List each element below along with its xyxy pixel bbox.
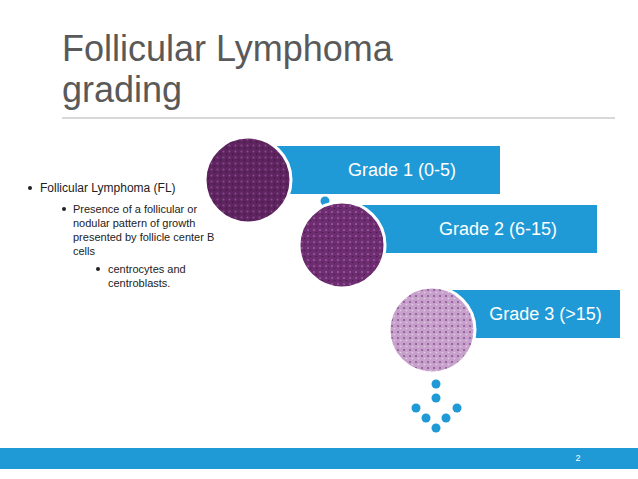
sub-bullet-text: centrocytes and centroblasts. [108,262,218,290]
title-rule [62,118,615,119]
histology-circle [205,137,291,223]
page-number: 2 [566,452,590,464]
grade-label: Grade 1 (0-5) [348,160,456,181]
grade-label: Grade 2 (6-15) [439,219,557,240]
grade-label: Grade 3 (>15) [489,304,602,325]
histology-circle [299,202,385,288]
grade-band: Grade 3 (>15) [435,290,620,338]
sub-bullet-text: Presence of a follicular or nodular patt… [73,202,225,258]
bullet-text: Follicular Lymphoma (FL) [40,181,210,195]
bullet-dot [62,207,66,211]
grade-band: Grade 1 (0-5) [250,146,500,194]
bullet-dot [28,186,32,190]
histology-circle [389,287,475,373]
slide-title: Follicular Lymphoma grading [62,28,462,110]
footer-bar [0,448,638,469]
grade-band: Grade 2 (6-15) [345,205,597,253]
bullet-dot [96,267,100,271]
